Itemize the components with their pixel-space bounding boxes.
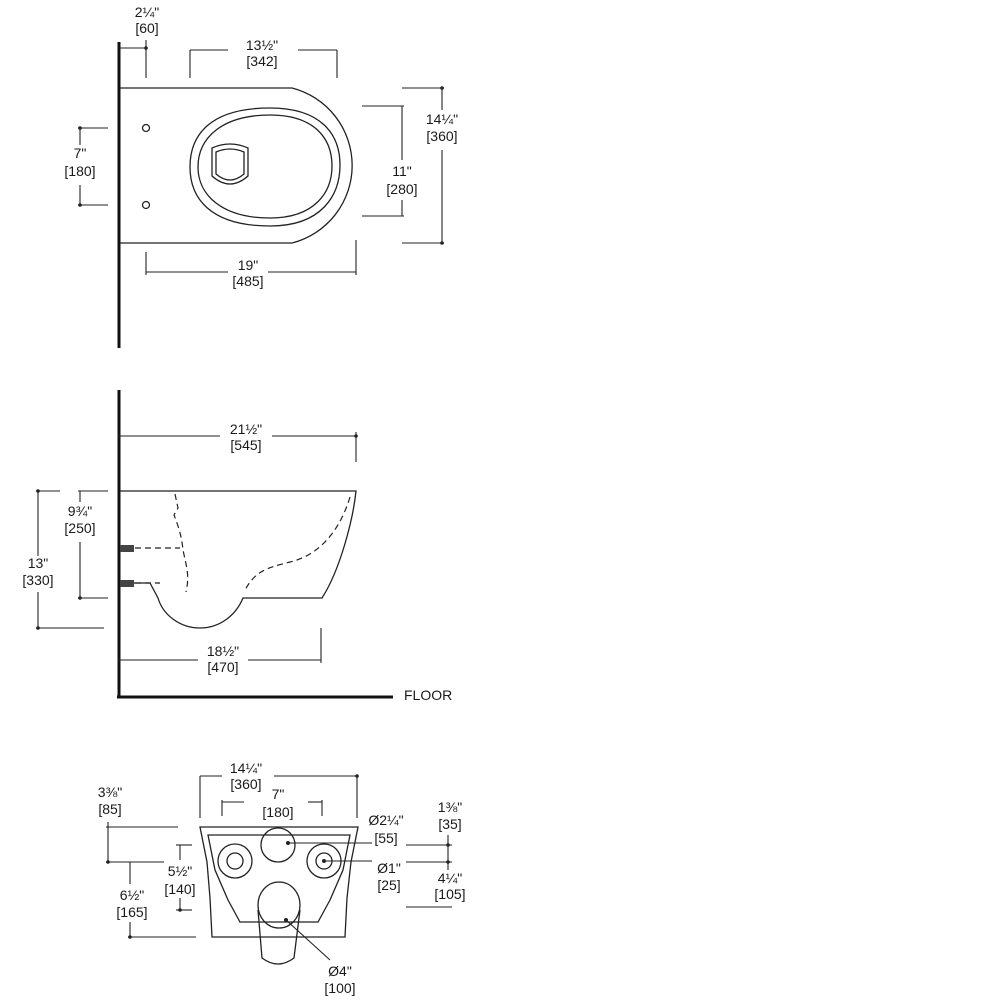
length-in: 19" <box>238 257 259 273</box>
length-mm: [485] <box>232 273 263 289</box>
rear-bolt-hole-left <box>217 843 253 879</box>
rear-view-outline <box>199 826 359 938</box>
top-view-bowl-outline <box>120 87 353 244</box>
top-view: 2¼" [60] 13½" [342] 14¼" [360] 11" [280]… <box>64 4 458 348</box>
top-view-inner-opening <box>197 114 333 219</box>
rear-bolt-height-in: 5½" <box>168 863 192 879</box>
overall-depth-mm: [545] <box>230 437 261 453</box>
rear-inlet-diameter-in: Ø2¼" <box>368 812 403 828</box>
top-view-flush-outlet-inner <box>215 148 245 181</box>
side-view: FLOOR 21½" [545] 9¾" [250] 13" [330] <box>22 390 452 703</box>
rear-outlet-diameter-in: Ø4" <box>328 963 352 979</box>
rear-bolt-hole-diameter-mm: [25] <box>377 877 400 893</box>
bowl-opening-width-in: 13½" <box>246 37 278 53</box>
rear-overall-width-in: 14¼" <box>230 760 262 776</box>
bottom-length-in: 18½" <box>207 643 239 659</box>
bolt-spacing-mm: [180] <box>64 163 95 179</box>
rear-outlet-height-mm: [165] <box>116 904 147 920</box>
rear-view-inner-profile <box>207 834 351 923</box>
rear-right-bottom-in: 4¼" <box>438 870 462 886</box>
rear-right-bottom-mm: [105] <box>434 886 465 902</box>
bowl-opening-width-mm: [342] <box>246 53 277 69</box>
wall-offset-in: 2¼" <box>135 4 159 20</box>
rear-right-top-in: 1⅜" <box>438 799 462 815</box>
upper-bolt-icon <box>120 545 134 552</box>
top-view-rim-opening <box>189 107 341 227</box>
rear-top-offset-in: 3⅜" <box>98 784 122 800</box>
rear-outlet <box>257 881 301 929</box>
opening-width-mm: [280] <box>386 181 417 197</box>
rear-right-top-mm: [35] <box>438 816 461 832</box>
side-view-bowl-outline <box>120 490 357 629</box>
upper-height-mm: [250] <box>64 520 95 536</box>
overall-depth-in: 21½" <box>230 421 262 437</box>
side-view-trapway-hidden <box>173 493 189 593</box>
top-view-bolt-hole-upper <box>141 123 151 133</box>
rear-bolt-hole-diameter-in: Ø1" <box>377 860 401 876</box>
rear-inlet-diameter-mm: [55] <box>374 830 397 846</box>
rear-bolt-spacing-mm: [180] <box>262 804 293 820</box>
rear-inlet <box>260 827 296 863</box>
top-view-flush-outlet <box>211 143 249 185</box>
bottom-length-mm: [470] <box>207 659 238 675</box>
rear-bolt-hole-left-inner <box>226 852 244 870</box>
rear-outlet-height-in: 6½" <box>120 887 144 903</box>
overall-width-in: 14¼" <box>426 111 458 127</box>
floor-label: FLOOR <box>404 687 452 703</box>
rear-outlet-diameter-mm: [100] <box>324 980 355 996</box>
bolt-spacing-in: 7" <box>74 145 87 161</box>
total-height-in: 13" <box>28 555 49 571</box>
rear-bolt-height-mm: [140] <box>164 881 195 897</box>
top-view-bolt-hole-lower <box>141 200 151 210</box>
rear-overall-width-mm: [360] <box>230 776 261 792</box>
rear-top-offset-mm: [85] <box>98 801 121 817</box>
total-height-mm: [330] <box>22 572 53 588</box>
overall-width-mm: [360] <box>426 128 457 144</box>
opening-width-in: 11" <box>392 163 412 179</box>
rear-view: 14¼" [360] 7" [180] 3⅜" [85] 5½" [140] 6… <box>98 760 466 996</box>
rear-outlet-spigot <box>257 909 301 965</box>
lower-bolt-icon <box>120 580 134 587</box>
upper-height-in: 9¾" <box>68 503 92 519</box>
wall-offset-mm: [60] <box>135 20 158 36</box>
side-view-bowl-hidden <box>244 496 351 591</box>
rear-bolt-spacing-in: 7" <box>272 786 285 802</box>
